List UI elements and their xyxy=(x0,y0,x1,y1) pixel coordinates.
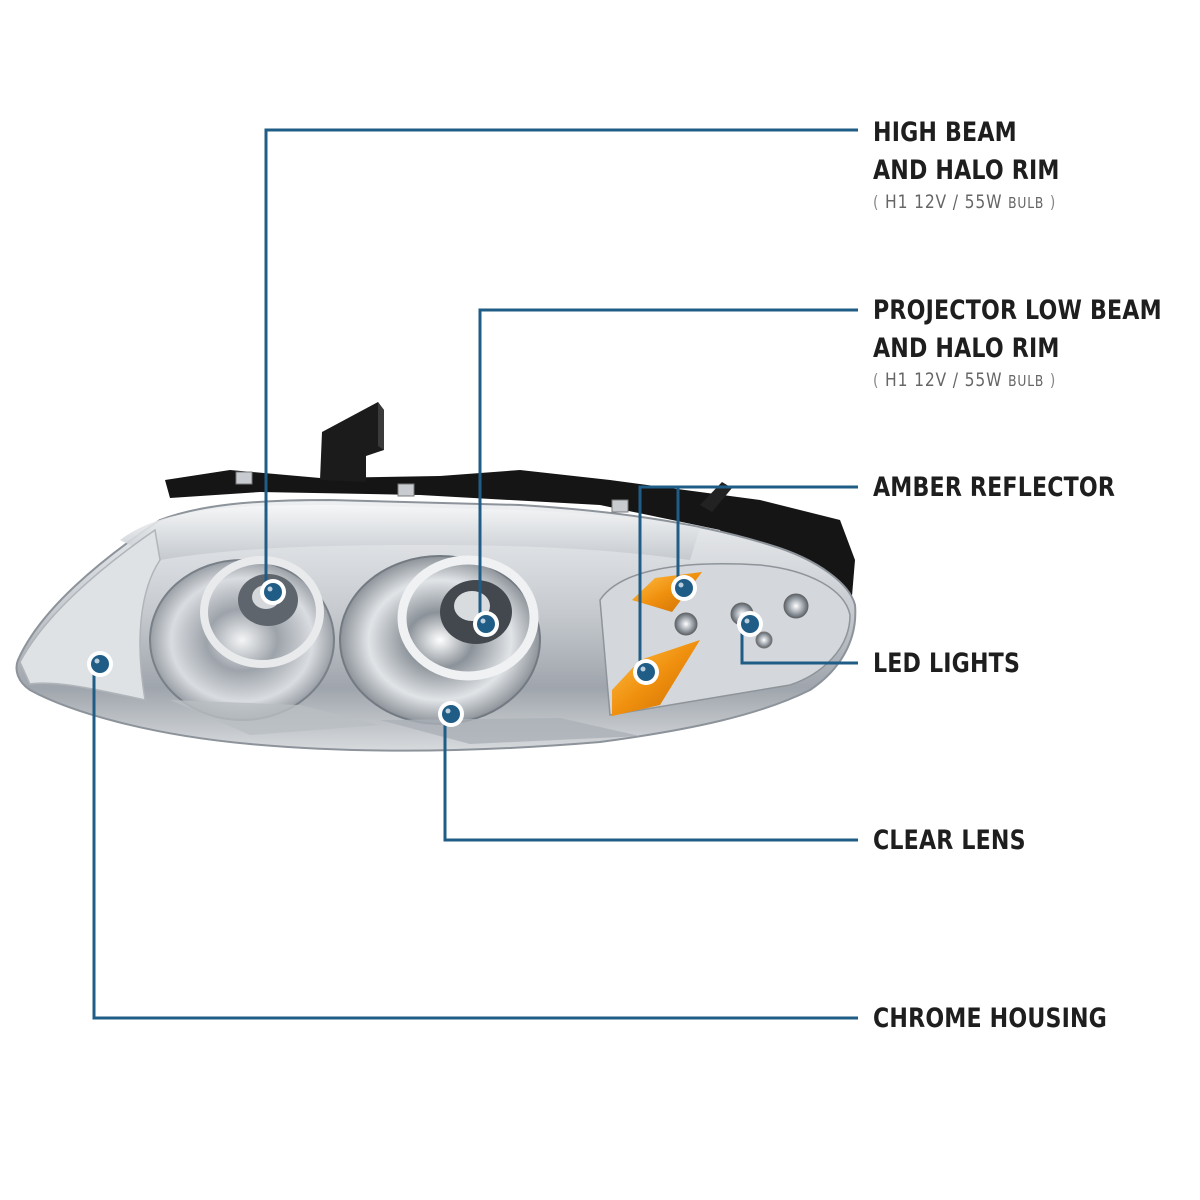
callout-dot-low-beam xyxy=(473,611,499,637)
mounting-tab xyxy=(320,402,384,482)
callout-dot-clear-lens xyxy=(438,701,464,727)
label-led-lights: LED LIGHTS xyxy=(873,648,1021,679)
label-high-beam-line2: AND HALO RIM xyxy=(873,155,1060,186)
callout-dot-high-beam xyxy=(260,579,286,605)
callout-line-low-beam xyxy=(478,308,858,622)
led-1 xyxy=(674,612,698,636)
callout-line-clear-lens xyxy=(443,716,858,842)
label-low-beam: PROJECTOR LOW BEAM AND HALO RIM ( H1 12V… xyxy=(873,292,1162,393)
led-3 xyxy=(783,593,809,619)
callout-dot-led xyxy=(737,611,763,637)
label-chrome-housing: CHROME HOUSING xyxy=(873,1003,1108,1034)
headlight-illustration xyxy=(15,402,857,752)
low-beam-bowl xyxy=(339,555,541,725)
label-low-beam-line2: AND HALO RIM xyxy=(873,333,1060,364)
callout-dot-amber-lower xyxy=(633,659,659,685)
label-low-beam-line1: PROJECTOR LOW BEAM xyxy=(873,295,1162,326)
callout-line-chrome-housing xyxy=(92,664,858,1020)
corner-facet xyxy=(19,528,161,701)
label-amber-reflector: AMBER REFLECTOR xyxy=(873,472,1116,503)
callout-dots xyxy=(87,575,763,727)
label-low-beam-spec: ( H1 12V / 55W BULB ) xyxy=(873,369,1057,391)
callout-line-amber-lower xyxy=(638,485,678,672)
low-beam-halo xyxy=(397,555,539,681)
high-beam-halo xyxy=(200,556,324,668)
label-clear-lens: CLEAR LENS xyxy=(873,825,1026,856)
callout-dot-chrome-housing xyxy=(87,651,113,677)
label-high-beam: HIGH BEAM AND HALO RIM ( H1 12V / 55W BU… xyxy=(873,114,1060,215)
callout-line-high-beam xyxy=(264,128,858,590)
callout-line-led xyxy=(740,624,858,665)
label-high-beam-spec: ( H1 12V / 55W BULB ) xyxy=(873,191,1057,213)
callout-lines xyxy=(92,128,858,1020)
callout-dot-amber-upper xyxy=(671,575,697,601)
label-high-beam-line1: HIGH BEAM xyxy=(873,117,1017,148)
